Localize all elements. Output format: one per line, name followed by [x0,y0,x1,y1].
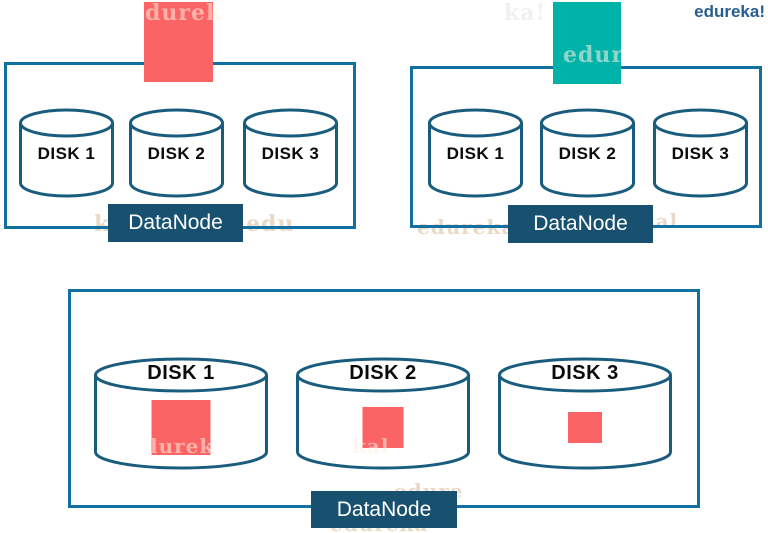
cylinder-icon [19,108,114,198]
cylinder-icon [243,108,338,198]
cylinder-body [428,123,523,198]
disk-label: DISK 3 [261,144,320,163]
cylinder-top [129,108,224,138]
disk-cylinder: DISK 2 [128,107,225,199]
disk-cylinder: DISK 3 [652,107,749,199]
disk-label: DISK 2 [558,144,617,163]
cylinder-body [540,123,635,198]
disk-cylinder: DISK 1 [93,356,269,472]
stored-data-block-large [151,400,211,455]
cylinder-top [428,108,523,138]
disk-label: DISK 2 [147,144,206,163]
disk-cylinder: DISK 1 [427,107,524,199]
cylinder-icon [498,357,672,470]
cylinder-icon [653,108,748,198]
disk-cylinder: DISK 1 [18,107,115,199]
disk-cylinder: DISK 2 [539,107,636,199]
disk-cylinder: DISK 2 [295,356,471,472]
disk-label: DISK 1 [147,362,215,384]
disk-label: DISK 2 [349,362,417,384]
incoming-data-block-teal [553,2,621,84]
cylinder-top [540,108,635,138]
disk-cylinder: DISK 3 [242,107,339,199]
cylinder-body [129,123,224,198]
stored-data-block-medium [362,407,404,448]
cylinder-icon [428,108,523,198]
datanode-box-top-left: DISK 1 DISK 2 DISK 3 DataNode [4,62,356,242]
disk-label: DISK 3 [671,144,730,163]
datanode-label: DataNode [311,491,457,528]
cylinder-top [653,108,748,138]
disk-label: DISK 1 [37,144,96,163]
watermark-fragment: ka! [504,0,547,26]
disk-cylinder: DISK 3 [497,356,673,472]
datanode-box-bottom: DISK 1 DISK 2 DISK 3 DataNode [68,289,700,528]
incoming-data-block-red [144,2,213,82]
cylinder-top [243,108,338,138]
cylinder-top [19,108,114,138]
disk-label: DISK 3 [551,362,619,384]
cylinder-icon [129,108,224,198]
cylinder-top [498,357,672,393]
cylinder-top [296,357,470,393]
datanode-label: DataNode [108,204,243,242]
edureka-logo: edureka! [694,2,765,21]
stored-data-block-small [568,412,602,443]
cylinder-icon [540,108,635,198]
cylinder-body [653,123,748,198]
cylinder-body [19,123,114,198]
datanode-label: DataNode [508,205,653,243]
datanode-box-top-right: DISK 1 DISK 2 DISK 3 DataNode [410,66,762,243]
disk-label: DISK 1 [446,144,505,163]
cylinder-body [243,123,338,198]
cylinder-top [94,357,268,393]
